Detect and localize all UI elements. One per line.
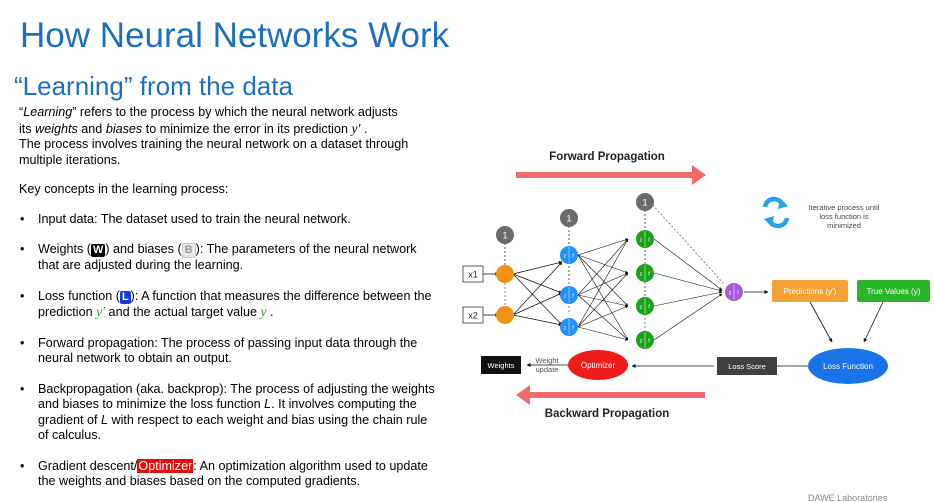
- svg-text:f: f: [572, 294, 574, 300]
- concept-list: •Input data: The dataset used to train t…: [19, 212, 439, 490]
- forward-arrow: [516, 165, 706, 185]
- list-item-backpropagation: •Backpropagation (aka. backprop): The pr…: [20, 381, 435, 443]
- svg-text:Weights: Weights: [488, 361, 515, 370]
- slide-title: How Neural Networks Work: [20, 16, 450, 55]
- weight-update-label-line-2: update: [536, 365, 559, 374]
- svg-text:z: z: [640, 339, 643, 345]
- true-values-box: True Values (y): [857, 280, 930, 302]
- svg-text:f: f: [737, 291, 739, 297]
- loss-function-ellipse: Loss Function: [808, 348, 888, 384]
- iterative-note-line-2: loss function is: [819, 212, 868, 221]
- left-text-column: “Learning” refers to the process by whic…: [19, 105, 439, 490]
- svg-text:f: f: [572, 326, 574, 332]
- slide-subtitle: “Learning” from the data: [14, 71, 293, 101]
- bullet-marker: •: [20, 211, 25, 226]
- svg-text:x2: x2: [468, 311, 478, 321]
- svg-text:z: z: [564, 326, 567, 332]
- bullet-marker: •: [20, 458, 25, 473]
- svg-text:Loss Score: Loss Score: [728, 362, 766, 371]
- list-item-weights-biases: •Weights (W) and biases (B): The paramet…: [20, 242, 417, 272]
- prediction-symbol: y′: [351, 120, 361, 136]
- svg-text:f: f: [572, 254, 574, 260]
- bias-node-1: 1: [496, 226, 514, 244]
- svg-text:z: z: [564, 294, 567, 300]
- biases-chip: B: [181, 243, 196, 258]
- list-item-input-data: •Input data: The dataset used to train t…: [20, 211, 351, 226]
- svg-text:z: z: [640, 305, 643, 311]
- loss-score-box: Loss Score: [717, 357, 777, 375]
- backward-arrow-shaft: [528, 392, 705, 398]
- weights-chip: W: [90, 244, 106, 257]
- list-item-forward-propagation: •Forward propagation: The process of pas…: [20, 335, 418, 366]
- loss-chip: L: [119, 290, 131, 304]
- optimizer-ellipse: Optimizer: [568, 350, 628, 380]
- list-item-gradient-descent: •Gradient descent/Optimizer: An optimiza…: [20, 458, 428, 488]
- footer-logo-text: DAWE Laboratories: [808, 493, 888, 502]
- backward-arrow-head: [516, 385, 530, 405]
- svg-text:Optimizer: Optimizer: [581, 361, 616, 370]
- svg-text:z: z: [564, 254, 567, 260]
- optimizer-highlight: Optimizer: [137, 458, 194, 473]
- svg-text:z: z: [640, 272, 643, 278]
- backward-propagation-label: Backward Propagation: [545, 408, 670, 420]
- connection-lines: [483, 201, 884, 368]
- input-box-x2: x2: [462, 306, 484, 324]
- intro-line-2: its weights and biases to minimize the e…: [19, 120, 368, 136]
- bullet-marker: •: [20, 242, 25, 256]
- biases-emphasis: biases: [105, 121, 143, 136]
- forward-propagation-label: Forward Propagation: [549, 151, 665, 163]
- weight-update-label-line-1: Weight: [535, 356, 559, 365]
- svg-text:x1: x1: [468, 270, 478, 280]
- svg-text:Predictions (y'): Predictions (y'): [784, 287, 837, 296]
- input-node-1: [496, 265, 514, 283]
- refresh-icon: [762, 196, 790, 229]
- iterative-note-line-1: Iterative process until: [809, 203, 880, 212]
- forward-arrow-shaft: [516, 172, 694, 178]
- input-box-x1: x1: [462, 265, 484, 283]
- svg-text:f: f: [648, 238, 650, 244]
- svg-text:z: z: [640, 238, 643, 244]
- bullet-marker: •: [20, 381, 25, 396]
- svg-text:Loss Function: Loss Function: [823, 362, 873, 371]
- svg-text:f: f: [648, 305, 650, 311]
- learning-emphasis: Learning: [23, 105, 73, 119]
- svg-text:1: 1: [502, 231, 507, 241]
- list-item-loss-function: •Loss function (L): A function that meas…: [20, 288, 432, 320]
- bias-node-2: 1: [560, 209, 578, 227]
- weights-emphasis: weights: [35, 121, 78, 136]
- key-concepts-heading: Key concepts in the learning process:: [19, 182, 229, 196]
- bullet-marker: •: [20, 335, 25, 350]
- prediction-symbol-green: y′: [96, 304, 106, 319]
- backward-arrow: [516, 385, 705, 405]
- intro-line-1: “Learning” refers to the process by whic…: [19, 105, 398, 119]
- svg-text:f: f: [648, 339, 650, 345]
- intro-paragraph-2: The process involves training the neural…: [19, 137, 409, 167]
- weights-box: Weights: [481, 356, 521, 374]
- svg-text:z: z: [729, 291, 732, 297]
- svg-text:True Values (y): True Values (y): [867, 287, 921, 296]
- bias-node-3: 1: [636, 193, 654, 211]
- target-symbol-green: y: [260, 304, 267, 319]
- input-node-2: [496, 306, 514, 324]
- svg-text:f: f: [648, 272, 650, 278]
- bullet-marker: •: [20, 288, 25, 303]
- iterative-note-line-3: minimized: [827, 221, 861, 230]
- svg-text:1: 1: [566, 214, 571, 224]
- forward-arrow-head: [692, 165, 706, 185]
- predictions-box: Predictions (y'): [772, 280, 848, 302]
- svg-text:1: 1: [642, 198, 647, 208]
- neural-network-diagram: Forward Propagation Backward Propagation…: [462, 151, 930, 420]
